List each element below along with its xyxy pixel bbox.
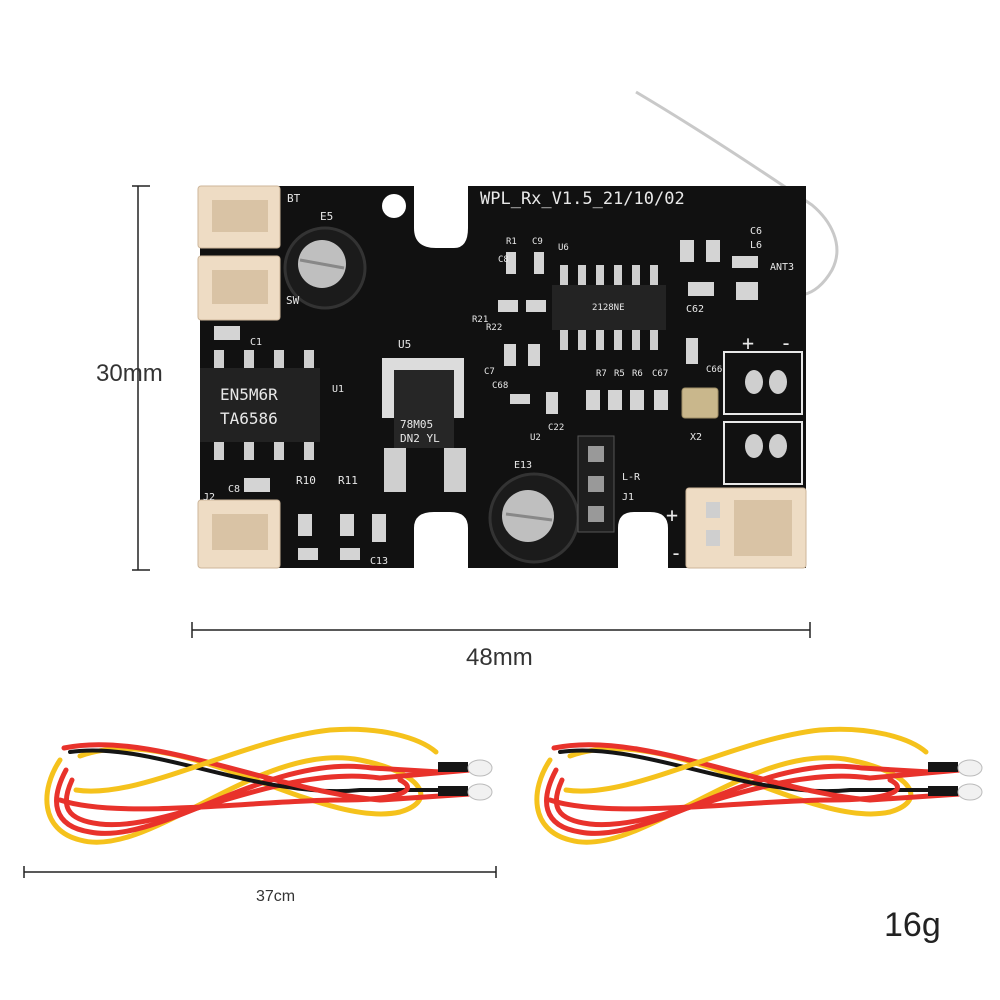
silk-e5: E5 xyxy=(320,210,333,223)
led-heads-right xyxy=(928,759,983,801)
silk-plus-bottom: + xyxy=(666,503,678,527)
led-cable-right xyxy=(534,726,963,845)
width-dimension-line xyxy=(191,622,811,638)
mounting-hole xyxy=(382,194,406,218)
silk-c8: C8 xyxy=(228,484,240,495)
silk-c1: C1 xyxy=(250,337,262,348)
capacitor-e13 xyxy=(488,472,580,564)
silk-r6: R6 xyxy=(632,369,643,379)
silk-c8-top: C8 xyxy=(498,255,509,265)
silk-j1: J1 xyxy=(622,492,634,503)
silk-c67: C67 xyxy=(652,369,668,379)
header-j1 xyxy=(577,435,615,533)
silk-bt: BT xyxy=(287,192,301,205)
silk-c66: C66 xyxy=(706,365,722,375)
silk-ant3: ANT3 xyxy=(770,262,794,273)
silk-plus-top: + xyxy=(742,331,754,355)
silk-c7: C7 xyxy=(484,367,495,377)
connector-right xyxy=(685,487,807,569)
cable-dimension-line xyxy=(23,866,497,878)
silk-j2: J2 xyxy=(203,492,215,503)
chip-u6 xyxy=(552,265,666,350)
silk-c13: C13 xyxy=(370,556,388,567)
antenna-wire xyxy=(635,90,839,297)
silk-c6: C6 xyxy=(750,226,762,237)
height-label: 30mm xyxy=(96,360,163,387)
silk-c68: C68 xyxy=(492,381,508,391)
silk-r5: R5 xyxy=(614,369,625,379)
silk-r1: R1 xyxy=(506,237,517,247)
silk-u6: U6 xyxy=(558,243,569,253)
silk-x2: X2 xyxy=(690,432,702,443)
regulator-u5 xyxy=(382,358,466,492)
silk-e13: E13 xyxy=(514,460,532,471)
silk-r10: R10 xyxy=(296,474,316,487)
silk-u1: U1 xyxy=(332,384,344,395)
terminal-pads xyxy=(706,351,803,546)
silk-u2: U2 xyxy=(530,433,541,443)
connector-j2 xyxy=(197,499,281,569)
silk-r11: R11 xyxy=(338,474,358,487)
silk-minus-top: - xyxy=(780,331,792,355)
regulator-code: DN2 YL xyxy=(400,432,440,445)
silk-l-r: L-R xyxy=(622,472,641,483)
capacitor-e5 xyxy=(283,226,367,310)
silk-minus-bottom: - xyxy=(670,541,682,565)
ic-u1-marking-2: TA6586 xyxy=(220,409,278,428)
weight-label: 16g xyxy=(884,906,941,944)
height-dimension-line xyxy=(132,185,150,571)
connector-bt xyxy=(197,185,281,249)
led-heads-left xyxy=(438,759,493,801)
cable-length-label: 37cm xyxy=(256,888,296,905)
crystal-x2 xyxy=(681,387,719,419)
width-label: 48mm xyxy=(466,644,533,671)
silk-l6: L6 xyxy=(750,240,762,251)
silk-r7: R7 xyxy=(596,369,607,379)
silk-c62: C62 xyxy=(686,304,704,315)
connector-sw xyxy=(197,255,281,321)
silk-sw: SW xyxy=(286,294,300,307)
chip-marking: 2128NE xyxy=(592,303,625,313)
smd-components xyxy=(214,240,758,560)
silk-u5: U5 xyxy=(398,338,411,351)
silk-c9: C9 xyxy=(532,237,543,247)
silk-r21: R21 xyxy=(472,315,488,325)
ic-u1 xyxy=(200,350,320,460)
silk-c22: C22 xyxy=(548,423,564,433)
led-cable-left xyxy=(44,726,473,845)
board-label: WPL_Rx_V1.5_21/10/02 xyxy=(480,189,685,209)
regulator-marking: 78M05 xyxy=(400,418,433,431)
silk-r22: R22 xyxy=(486,323,502,333)
ic-u1-marking-1: EN5M6R xyxy=(220,385,278,404)
